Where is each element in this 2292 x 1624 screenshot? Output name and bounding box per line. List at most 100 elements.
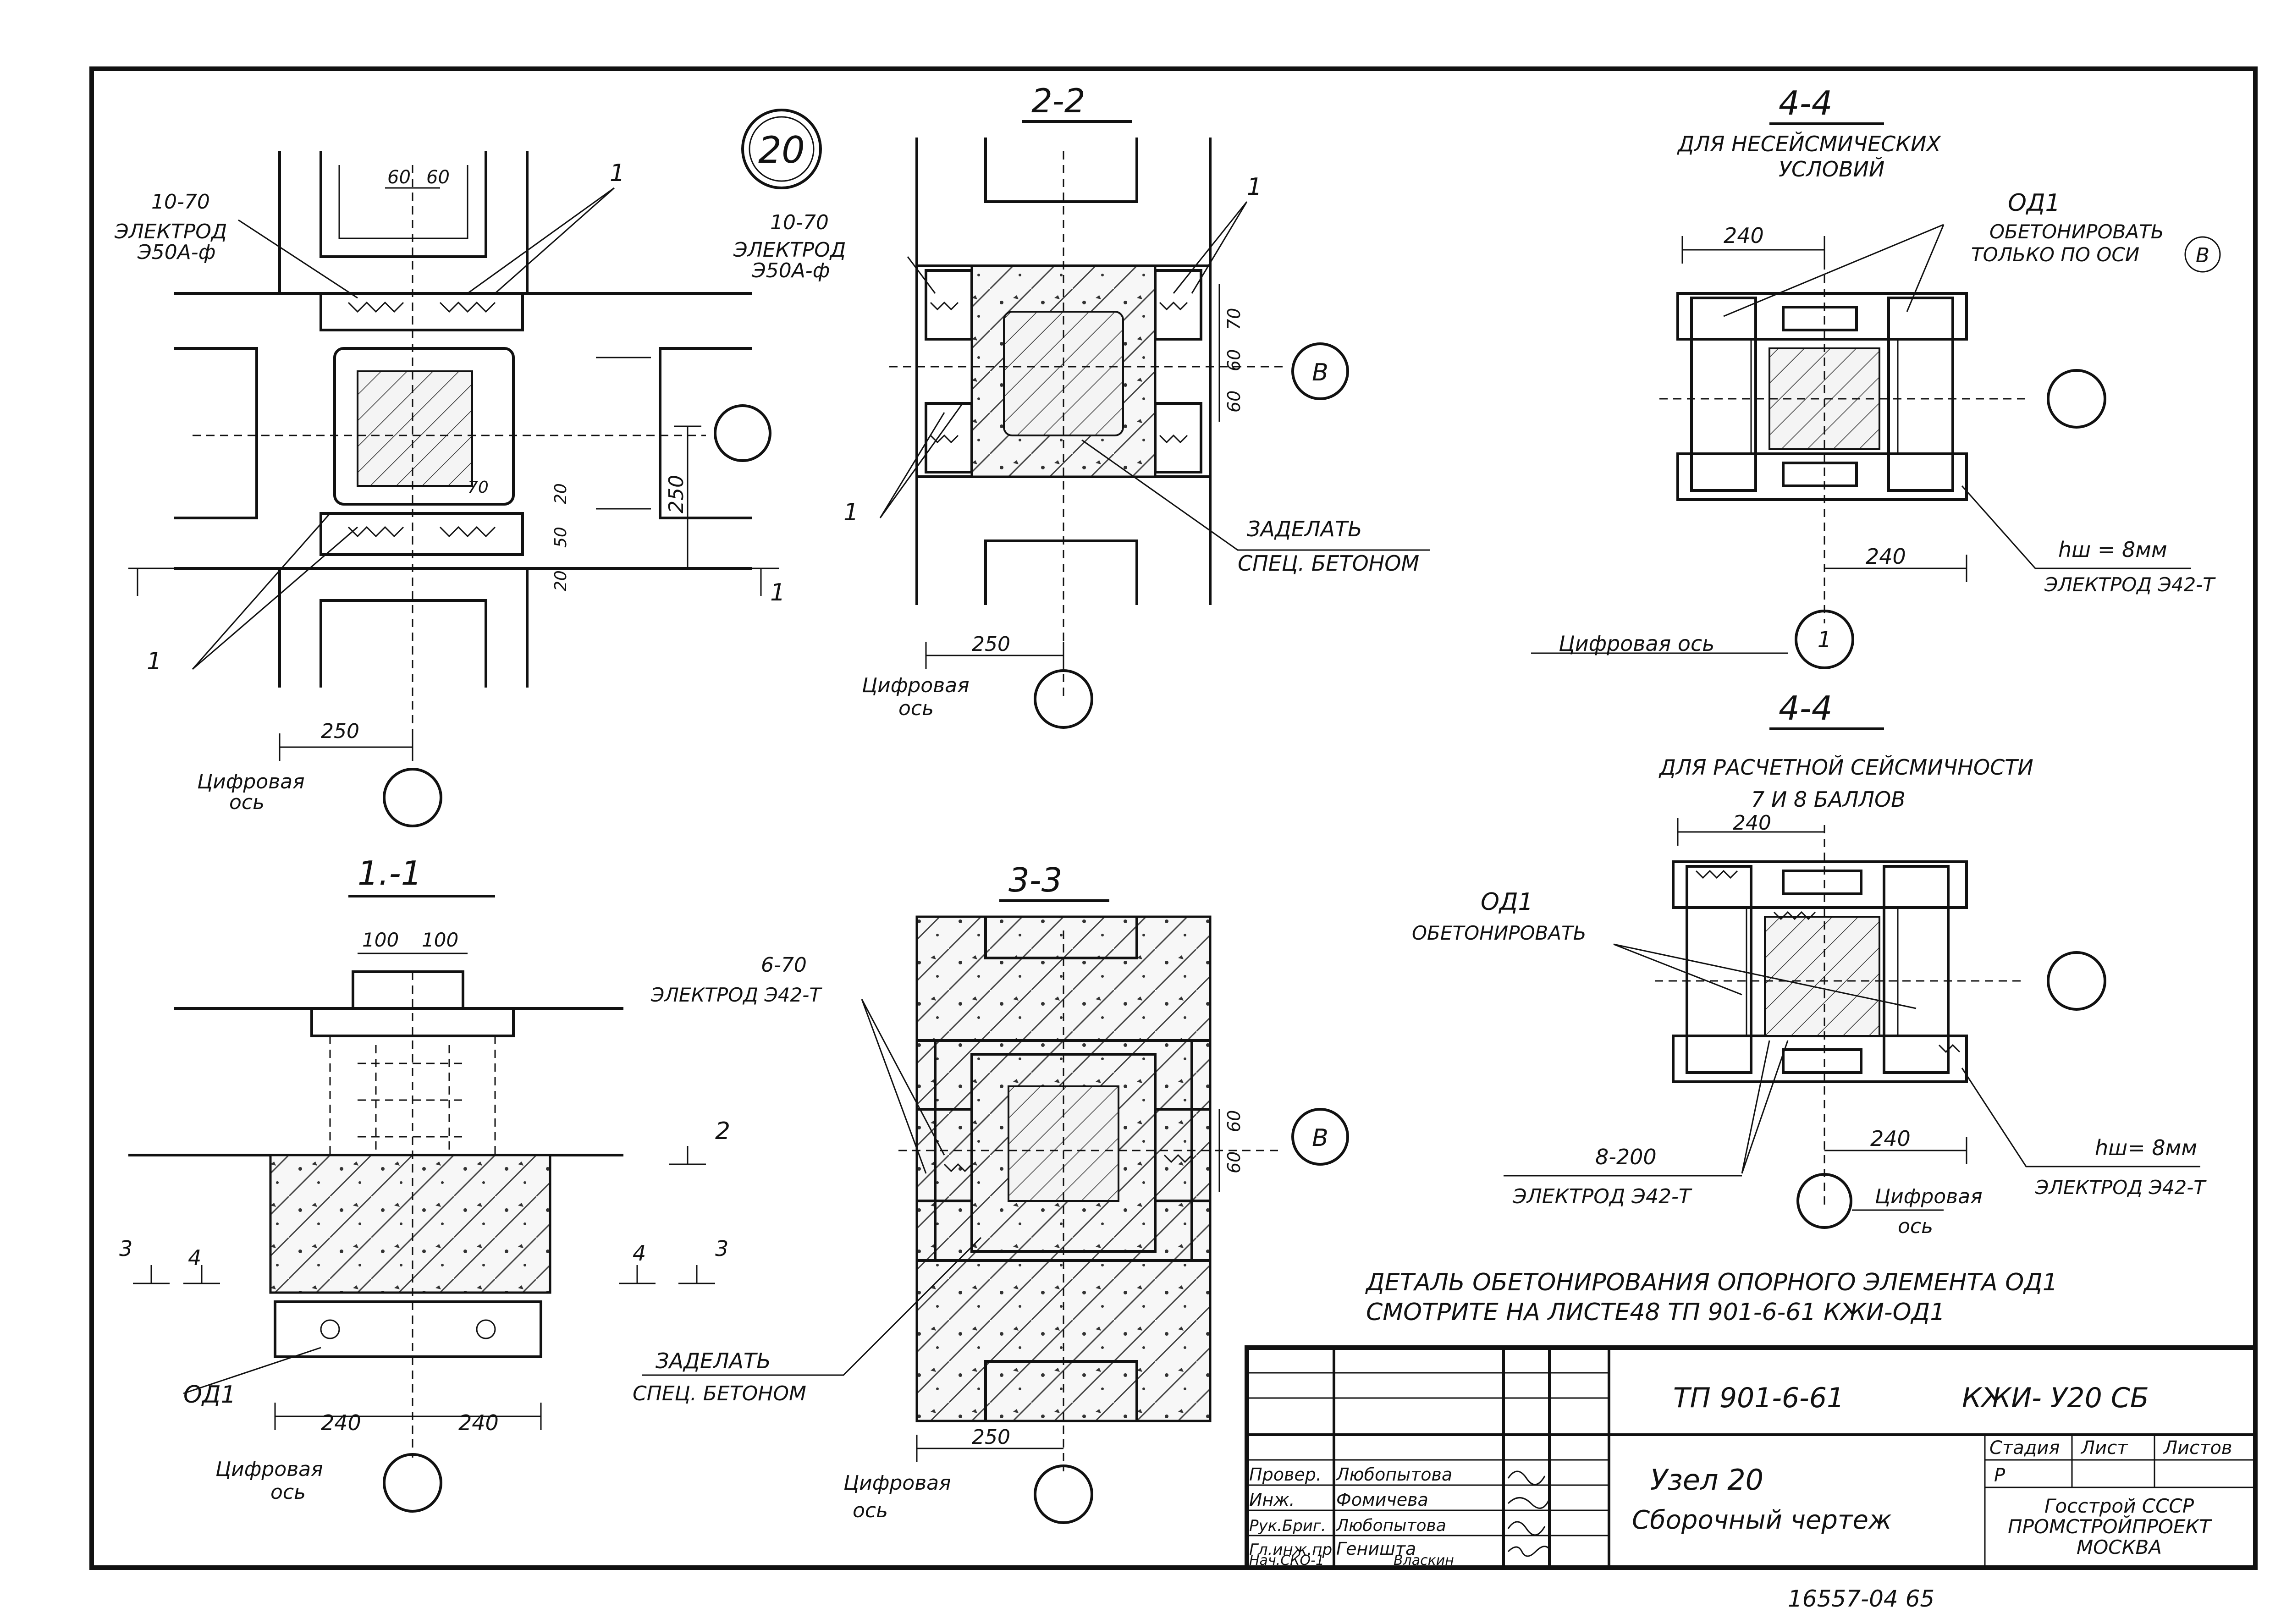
sec44a-axis-label: Цифровая ось <box>1559 631 1714 656</box>
sec44a-axis-letter: В <box>2196 244 2209 267</box>
signatures <box>1507 1470 1550 1557</box>
tb-sheet-code: КЖИ- У20 СБ <box>1962 1382 2149 1414</box>
sec33-dim-250: 250 <box>972 1426 1010 1449</box>
sec44b-dim-240-bot: 240 <box>1870 1126 1911 1151</box>
sec22-electrode-label: ЭЛЕКТРОД <box>733 238 846 262</box>
sec22-note-2: СПЕЦ. БЕТОНОМ <box>1238 551 1419 576</box>
sheet-frame <box>89 66 2258 1570</box>
sec44a-subtitle-2: УСЛОВИЙ <box>1779 157 1884 182</box>
plan-view: 10-70 ЭЛЕКТРОД Э50А-ф 60 60 1 250 70 20 … <box>114 151 785 827</box>
tb-sheets-label: Листов <box>2163 1437 2232 1459</box>
detail-note-line-1: ДЕТАЛЬ ОБЕТОНИРОВАНИЯ ОПОРНОГО ЭЛЕМЕНТА … <box>1365 1269 2058 1296</box>
sec44a-subtitle-1: ДЛЯ НЕСЕЙСМИЧЕСКИХ <box>1677 132 1941 156</box>
tb-sheet-label: Лист <box>2080 1437 2128 1459</box>
sec22-axis-label-1: Цифровая <box>862 674 970 697</box>
sec11-axis-label-1: Цифровая <box>215 1458 323 1481</box>
sec44a-title: 4-4 <box>1779 84 1833 122</box>
sec22-axis-label-2: ось <box>898 697 934 720</box>
sec44a-element: ОД1 <box>2008 189 2061 217</box>
plan-section-mark: 1 <box>770 579 785 606</box>
sec44b-electrode-2: ЭЛЕКТРОД Э42-Т <box>2035 1176 2207 1199</box>
plan-electrode-type: Э50А-ф <box>137 241 215 264</box>
tb-role-2: Инж. <box>1249 1490 1295 1510</box>
section-1-1: 1.-1 100 100 2 3 4 4 3 ОД1 240 240 Цифро… <box>119 854 730 1513</box>
section-2-2: 2-2 10-70 ЭЛЕКТРОД Э50А-ф 1 1 70 60 60 В… <box>733 82 1430 729</box>
sec11-dim-100b: 100 <box>422 929 458 951</box>
plan-dim-60b: 60 <box>426 167 450 188</box>
tb-title-2: Сборочный чертеж <box>1632 1505 1891 1535</box>
sec44a-axis-num: 1 <box>1818 627 1832 653</box>
sec22-callout-1b: 1 <box>843 499 859 526</box>
plan-dim-250-h: 250 <box>321 720 359 743</box>
tb-project-code: ТП 901-6-61 <box>1673 1382 1844 1414</box>
tb-name-2: Фомичева <box>1336 1490 1428 1510</box>
sec33-note-1: ЗАДЕЛАТЬ <box>656 1349 771 1373</box>
tb-stage-value: Р <box>1994 1465 2006 1486</box>
sec44a-dim-240-top: 240 <box>1724 223 1764 248</box>
sec44b-weld-dim: 8-200 <box>1595 1145 1657 1169</box>
sec33-title: 3-3 <box>1008 861 1063 899</box>
sec33-axis-label-2: ось <box>853 1499 888 1522</box>
sec44a-note-2: ТОЛЬКО ПО ОСИ <box>1971 243 2139 266</box>
tb-title-1: Узел 20 <box>1650 1463 1763 1497</box>
sec11-dim-100a: 100 <box>362 929 399 951</box>
sec11-mark-2: 2 <box>715 1118 730 1145</box>
sec44b-dim-240-top: 240 <box>1733 811 1771 835</box>
sec33-note-2: СПЕЦ. БЕТОНОМ <box>633 1382 806 1405</box>
section-3-3: 3-3 6-70 ЭЛЕКТРОД Э42-Т 60 60 В ЗАДЕЛАТЬ… <box>633 861 1349 1524</box>
tb-role-1: Провер. <box>1249 1464 1322 1485</box>
plan-dim-250-v: 250 <box>665 475 688 513</box>
section-4-4-nonseismic: 4-4 ДЛЯ НЕСЕЙСМИЧЕСКИХ УСЛОВИЙ ОД1 ОБЕТО… <box>1531 84 2221 669</box>
sec11-element: ОД1 <box>183 1381 236 1409</box>
sec11-mark-3b: 3 <box>715 1236 728 1261</box>
plan-axis-label-2: ось <box>229 791 264 814</box>
sec44b-subtitle-1: ДЛЯ РАСЧЕТНОЙ СЕЙСМИЧНОСТИ <box>1658 755 2033 780</box>
sec22-axis-letter: В <box>1312 359 1328 386</box>
sec11-mark-4a: 4 <box>188 1245 201 1270</box>
sec44a-note-1: ОБЕТОНИРОВАТЬ <box>1989 220 2164 243</box>
sec22-callout-1: 1 <box>1247 173 1262 201</box>
sec33-weld-dim: 6-70 <box>761 953 807 977</box>
title-block: ТП 901-6-61 КЖИ- У20 СБ Узел 20 Сборочны… <box>1245 1345 2258 1570</box>
tb-name-1: Любопытова <box>1335 1464 1452 1485</box>
tb-role-5: Нач.СКО-1 <box>1249 1552 1324 1569</box>
plan-dim-70: 70 <box>468 478 489 497</box>
sec44a-weld-size: hш = 8мм <box>2058 537 2167 562</box>
plan-electrode-label: ЭЛЕКТРОД <box>114 220 227 243</box>
plan-dim-60a: 60 <box>387 167 411 188</box>
sec44b-note: ОБЕТОНИРОВАТЬ <box>1412 922 1587 944</box>
sec22-dim-250: 250 <box>972 633 1010 656</box>
sec44b-electrode-1: ЭЛЕКТРОД Э42-Т <box>1512 1185 1692 1208</box>
plan-dim-50: 50 <box>551 527 570 548</box>
tb-role-4: Гл.инж.пр. <box>1249 1541 1337 1559</box>
sec44a-electrode: ЭЛЕКТРОД Э42-Т <box>2044 573 2216 596</box>
plan-dim-20a: 20 <box>551 483 570 504</box>
sec11-title: 1.-1 <box>358 854 422 892</box>
sec11-dim-240b: 240 <box>458 1410 499 1435</box>
tb-role-3: Рук.Бриг. <box>1249 1517 1326 1535</box>
sec22-note-1: ЗАДЕЛАТЬ <box>1247 517 1362 541</box>
section-4-4-seismic: 4-4 ДЛЯ РАСЧЕТНОЙ СЕЙСМИЧНОСТИ 7 И 8 БАЛ… <box>1412 689 2207 1238</box>
sec44a-dim-240-bot: 240 <box>1866 544 1906 569</box>
sec44b-axis-label-1: Цифровая <box>1875 1185 1983 1208</box>
sec33-axis-letter: В <box>1312 1124 1328 1152</box>
sec33-electrode: ЭЛЕКТРОД Э42-Т <box>650 984 822 1006</box>
tb-name-4: Геништа <box>1336 1539 1416 1559</box>
sec11-axis-label-2: ось <box>270 1481 306 1504</box>
sec22-weld-dim: 10-70 <box>770 211 829 234</box>
node-number-marker: 20 <box>741 109 822 189</box>
detail-note-line-2: СМОТРИТЕ НА ЛИСТЕ48 ТП 901-6-61 КЖИ-ОД1 <box>1366 1299 1945 1326</box>
plan-callout-1: 1 <box>610 160 625 187</box>
sec44b-element: ОД1 <box>1481 888 1533 916</box>
tb-org-3: МОСКВА <box>2077 1536 2162 1558</box>
tb-org-1: Госстрой СССР <box>2044 1495 2194 1517</box>
sec33-axis-label-1: Цифровая <box>843 1471 951 1495</box>
sec22-title: 2-2 <box>1031 82 1085 120</box>
tb-stage-label: Стадия <box>1989 1437 2060 1459</box>
plan-callout-1b: 1 <box>147 648 162 675</box>
sec22-electrode-type: Э50А-ф <box>751 259 830 282</box>
sec22-dim-60b: 60 <box>1224 391 1244 413</box>
plan-axis-label-1: Цифровая <box>197 770 305 793</box>
